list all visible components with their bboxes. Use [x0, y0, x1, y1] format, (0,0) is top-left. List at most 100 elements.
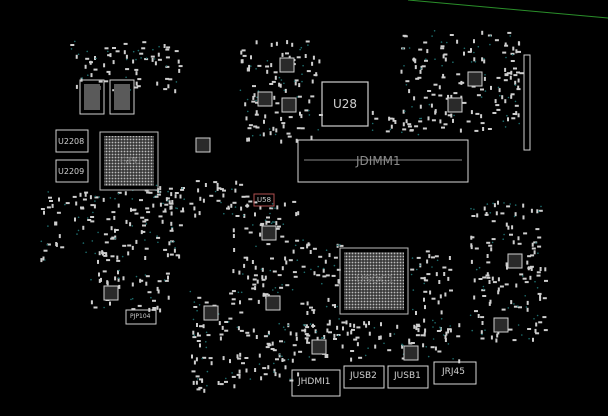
passive-pad	[266, 69, 269, 74]
passive-pad	[285, 52, 289, 55]
passive-pad	[341, 321, 346, 324]
passive-pad	[180, 188, 185, 191]
via	[155, 184, 158, 187]
via	[420, 67, 422, 70]
passive-pad	[166, 253, 169, 258]
via	[428, 103, 431, 106]
passive-pad	[423, 96, 428, 99]
via	[309, 323, 312, 325]
passive-pad	[312, 309, 315, 314]
passive-pad	[304, 337, 309, 340]
via	[471, 329, 474, 332]
via	[514, 100, 517, 103]
passive-pad	[123, 42, 128, 45]
passive-pad	[259, 232, 262, 237]
passive-pad	[263, 119, 265, 124]
via	[225, 377, 227, 380]
via	[432, 319, 434, 322]
passive-pad	[142, 41, 147, 44]
passive-pad	[440, 47, 445, 50]
passive-pad	[363, 321, 366, 326]
passive-pad	[285, 284, 290, 287]
passive-pad	[470, 236, 475, 239]
passive-pad	[258, 353, 261, 358]
passive-pad	[244, 227, 249, 230]
passive-pad	[300, 247, 305, 250]
passive-pad	[144, 218, 149, 221]
via	[477, 45, 480, 48]
passive-pad	[286, 40, 289, 45]
passive-pad	[253, 93, 256, 98]
passive-pad	[510, 300, 513, 305]
passive-pad	[159, 202, 162, 207]
passive-pad	[519, 72, 524, 75]
passive-pad	[281, 359, 286, 362]
passive-pad	[415, 77, 420, 80]
passive-pad	[297, 95, 302, 98]
via	[76, 233, 78, 235]
passive-pad	[248, 67, 250, 72]
passive-pad	[506, 205, 511, 208]
passive-pad	[191, 354, 193, 359]
passive-pad	[281, 266, 284, 271]
via	[339, 243, 341, 246]
passive-pad	[104, 80, 109, 83]
passive-pad	[261, 275, 264, 280]
passive-pad	[295, 336, 298, 341]
right-edge-connector	[523, 54, 531, 151]
passive-pad	[287, 135, 292, 138]
passive-pad	[483, 76, 486, 81]
passive-pad	[117, 203, 120, 208]
passive-pad	[289, 379, 294, 382]
passive-pad	[125, 68, 130, 71]
passive-pad	[195, 357, 198, 362]
passive-pad	[257, 64, 262, 67]
passive-pad	[498, 88, 501, 93]
passive-pad	[158, 215, 163, 218]
passive-pad	[539, 293, 542, 298]
via	[251, 134, 254, 137]
passive-pad	[152, 307, 157, 309]
passive-pad	[252, 328, 255, 333]
passive-pad	[243, 263, 246, 268]
passive-pad	[274, 75, 277, 80]
memory-chip-4	[55, 159, 89, 183]
passive-pad	[486, 261, 491, 264]
passive-pad	[438, 94, 443, 97]
via	[403, 65, 405, 67]
passive-pad	[527, 266, 530, 271]
passive-pad	[197, 332, 199, 337]
via	[86, 217, 89, 219]
small-ic	[103, 285, 119, 301]
passive-pad	[49, 200, 53, 202]
passive-pad	[239, 300, 241, 305]
via	[499, 94, 501, 97]
passive-pad	[433, 83, 438, 86]
passive-pad	[163, 248, 168, 251]
via	[259, 134, 262, 136]
via	[484, 329, 486, 332]
via	[281, 284, 283, 286]
passive-pad	[486, 241, 491, 244]
passive-pad	[295, 239, 300, 242]
via	[484, 90, 487, 92]
via	[463, 47, 466, 50]
passive-pad	[291, 358, 294, 363]
via	[107, 50, 109, 53]
via	[153, 196, 155, 199]
via	[176, 207, 178, 210]
passive-pad	[135, 71, 138, 76]
passive-pad	[444, 57, 447, 62]
passive-pad	[306, 311, 309, 315]
passive-pad	[380, 322, 382, 327]
passive-pad	[263, 373, 268, 376]
passive-pad	[507, 117, 509, 122]
passive-pad	[311, 79, 314, 84]
via	[300, 46, 303, 49]
passive-pad	[292, 249, 295, 254]
passive-pad	[243, 213, 246, 218]
passive-pad	[490, 85, 492, 90]
via	[521, 334, 523, 336]
passive-pad	[316, 336, 319, 341]
